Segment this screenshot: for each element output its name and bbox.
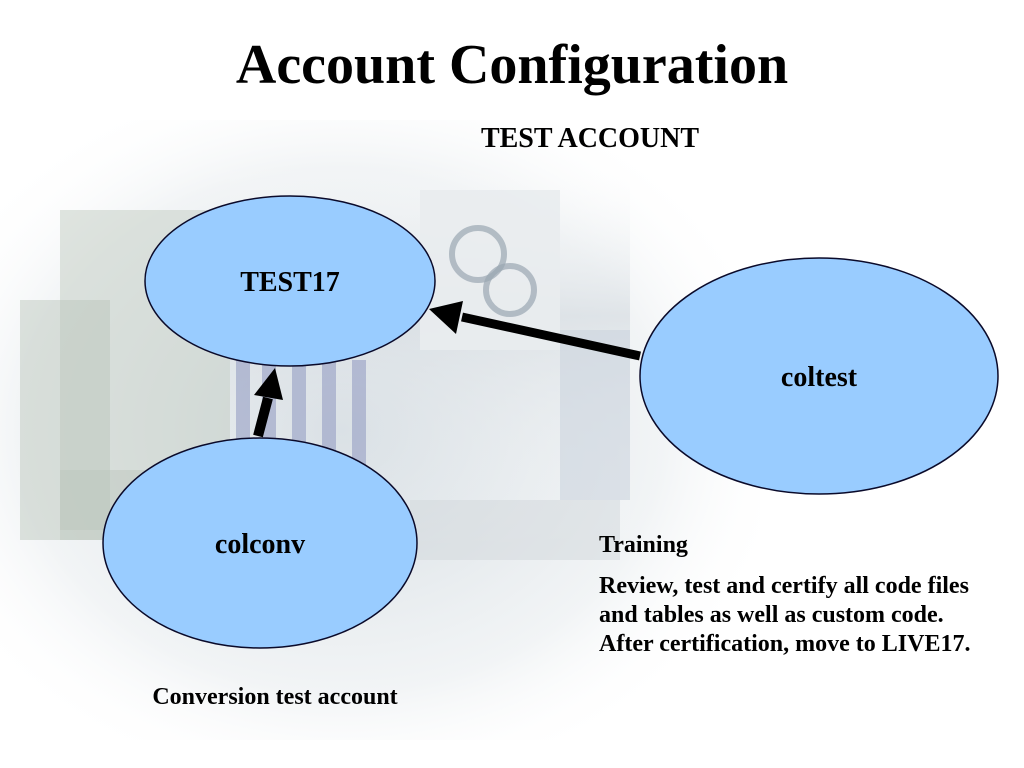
slide-subtitle: TEST ACCOUNT — [480, 123, 700, 154]
arrow-coltest-to-test17 — [429, 301, 641, 361]
arrow-head — [254, 368, 283, 400]
arrow-shaft — [461, 312, 641, 361]
caption-conversion-test-account: Conversion test account — [152, 684, 398, 710]
notes-body: Review, test and certify all code files … — [599, 573, 971, 657]
node-label-coltest: coltest — [780, 362, 858, 393]
notes-heading: Training — [599, 532, 688, 558]
slide-title: Account Configuration — [235, 34, 789, 96]
node-colconv — [102, 437, 418, 649]
arrow-colconv-to-test17 — [253, 368, 283, 438]
training-notes: Training Review, test and certify all co… — [599, 531, 989, 659]
node-coltest — [639, 257, 999, 495]
arrow-head — [429, 301, 463, 334]
node-label-test17: TEST17 — [240, 267, 340, 298]
arrow-shaft — [253, 396, 273, 438]
node-test17 — [144, 195, 436, 367]
node-label-colconv: colconv — [214, 529, 306, 560]
